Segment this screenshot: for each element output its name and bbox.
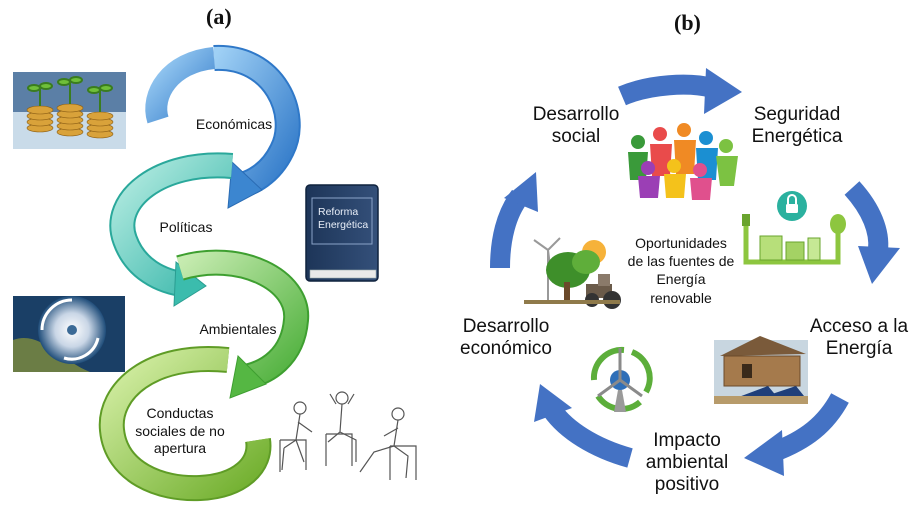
node-acceso-line2: Energía — [825, 337, 893, 359]
stage-label-ambientales: Ambientales — [199, 321, 277, 337]
node-economico-line2: económico — [460, 337, 552, 359]
node-impacto-line2: ambiental — [645, 451, 729, 473]
node-seguridad-line1: Seguridad — [753, 104, 841, 125]
seated-people-sketch — [279, 391, 417, 480]
node-seguridad-energetica: Seguridad Energética — [736, 104, 858, 148]
book-title: Reforma Energética — [318, 206, 368, 232]
stage-label-economicas: Económicas — [195, 116, 273, 132]
panel-b-label: (b) — [674, 10, 701, 35]
cycle-arrow-security-to-access — [844, 181, 900, 284]
community-people-icon — [628, 123, 738, 200]
node-acceso-line1: Acceso a la — [809, 316, 909, 337]
spiral-arrow-politicas — [109, 152, 234, 307]
node-desarrollo-social: Desarrollo social — [516, 104, 636, 148]
node-desarrollo-social-line1: Desarrollo — [532, 104, 620, 125]
spiral-arrow-economicas — [145, 44, 301, 209]
center-line1: Oportunidades — [635, 235, 727, 251]
smart-grid-icon — [742, 191, 846, 265]
cycle-arrow-impact-to-economic — [534, 384, 633, 468]
rural-house-solar-image — [714, 336, 808, 404]
spiral-arrow-conductas — [98, 346, 272, 502]
node-impacto-line3: positivo — [654, 473, 720, 495]
cycle-arrow-access-to-impact — [744, 393, 849, 476]
recycle-wind-turbine-icon — [590, 346, 653, 412]
center-opportunities-text: Oportunidades de las fuentes de Energía … — [616, 234, 746, 307]
hurricane-image — [13, 296, 125, 372]
center-line3: Energía — [656, 271, 706, 288]
stage-label-politicas: Políticas — [159, 219, 213, 235]
spiral-arrow-ambientales — [176, 249, 310, 399]
cycle-arrow-social-to-security — [618, 68, 742, 114]
farm-tractor-wind-image — [524, 237, 621, 309]
cycle-arrow-economic-to-social — [490, 172, 538, 269]
node-impacto-ambiental: Impacto ambiental positivo — [632, 430, 742, 496]
book-title-line2: Energética — [318, 219, 369, 232]
node-economico-line1: Desarrollo — [462, 316, 550, 337]
center-line2: de las fuentes de — [627, 253, 735, 270]
coins-plants-image — [13, 72, 126, 149]
node-desarrollo-social-line2: social — [551, 125, 601, 147]
node-desarrollo-economico: Desarrollo económico — [446, 316, 566, 360]
stage-label-conductas: Conductas sociales de no apertura — [135, 405, 225, 456]
reform-book-image — [305, 184, 379, 282]
node-acceso-energia: Acceso a la Energía — [800, 316, 918, 360]
node-seguridad-line2: Energética — [751, 125, 843, 147]
book-title-line1: Reforma — [318, 206, 359, 218]
center-line4: renovable — [650, 289, 712, 306]
node-impacto-line1: Impacto — [653, 430, 721, 451]
panel-a-label: (a) — [206, 4, 232, 29]
